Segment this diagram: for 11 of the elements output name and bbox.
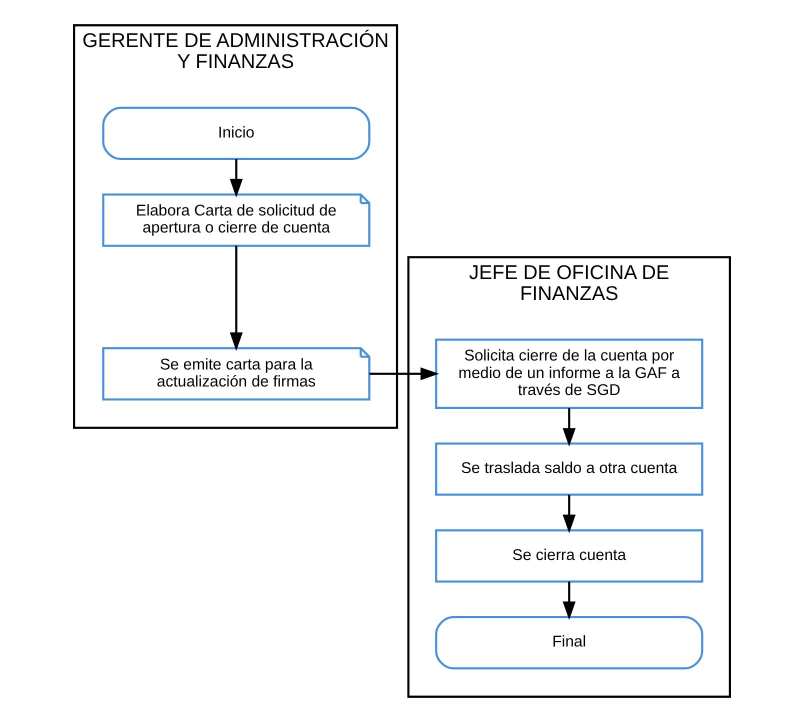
arrow: [562, 408, 576, 447]
arrow: [370, 367, 440, 380]
arrow: [562, 582, 576, 620]
node-box: Se cierra cuenta: [435, 529, 704, 583]
arrow: [230, 246, 243, 351]
node-box: Final: [435, 616, 704, 670]
node-box: Se traslada saldo a otra cuenta: [435, 442, 704, 496]
node-box: Inicio: [102, 106, 370, 160]
arrow: [562, 494, 576, 534]
arrow: [230, 159, 243, 198]
node-box: Solicita cierre de la cuenta por medio de un informe a la GAF a través de SGD: [435, 338, 704, 410]
